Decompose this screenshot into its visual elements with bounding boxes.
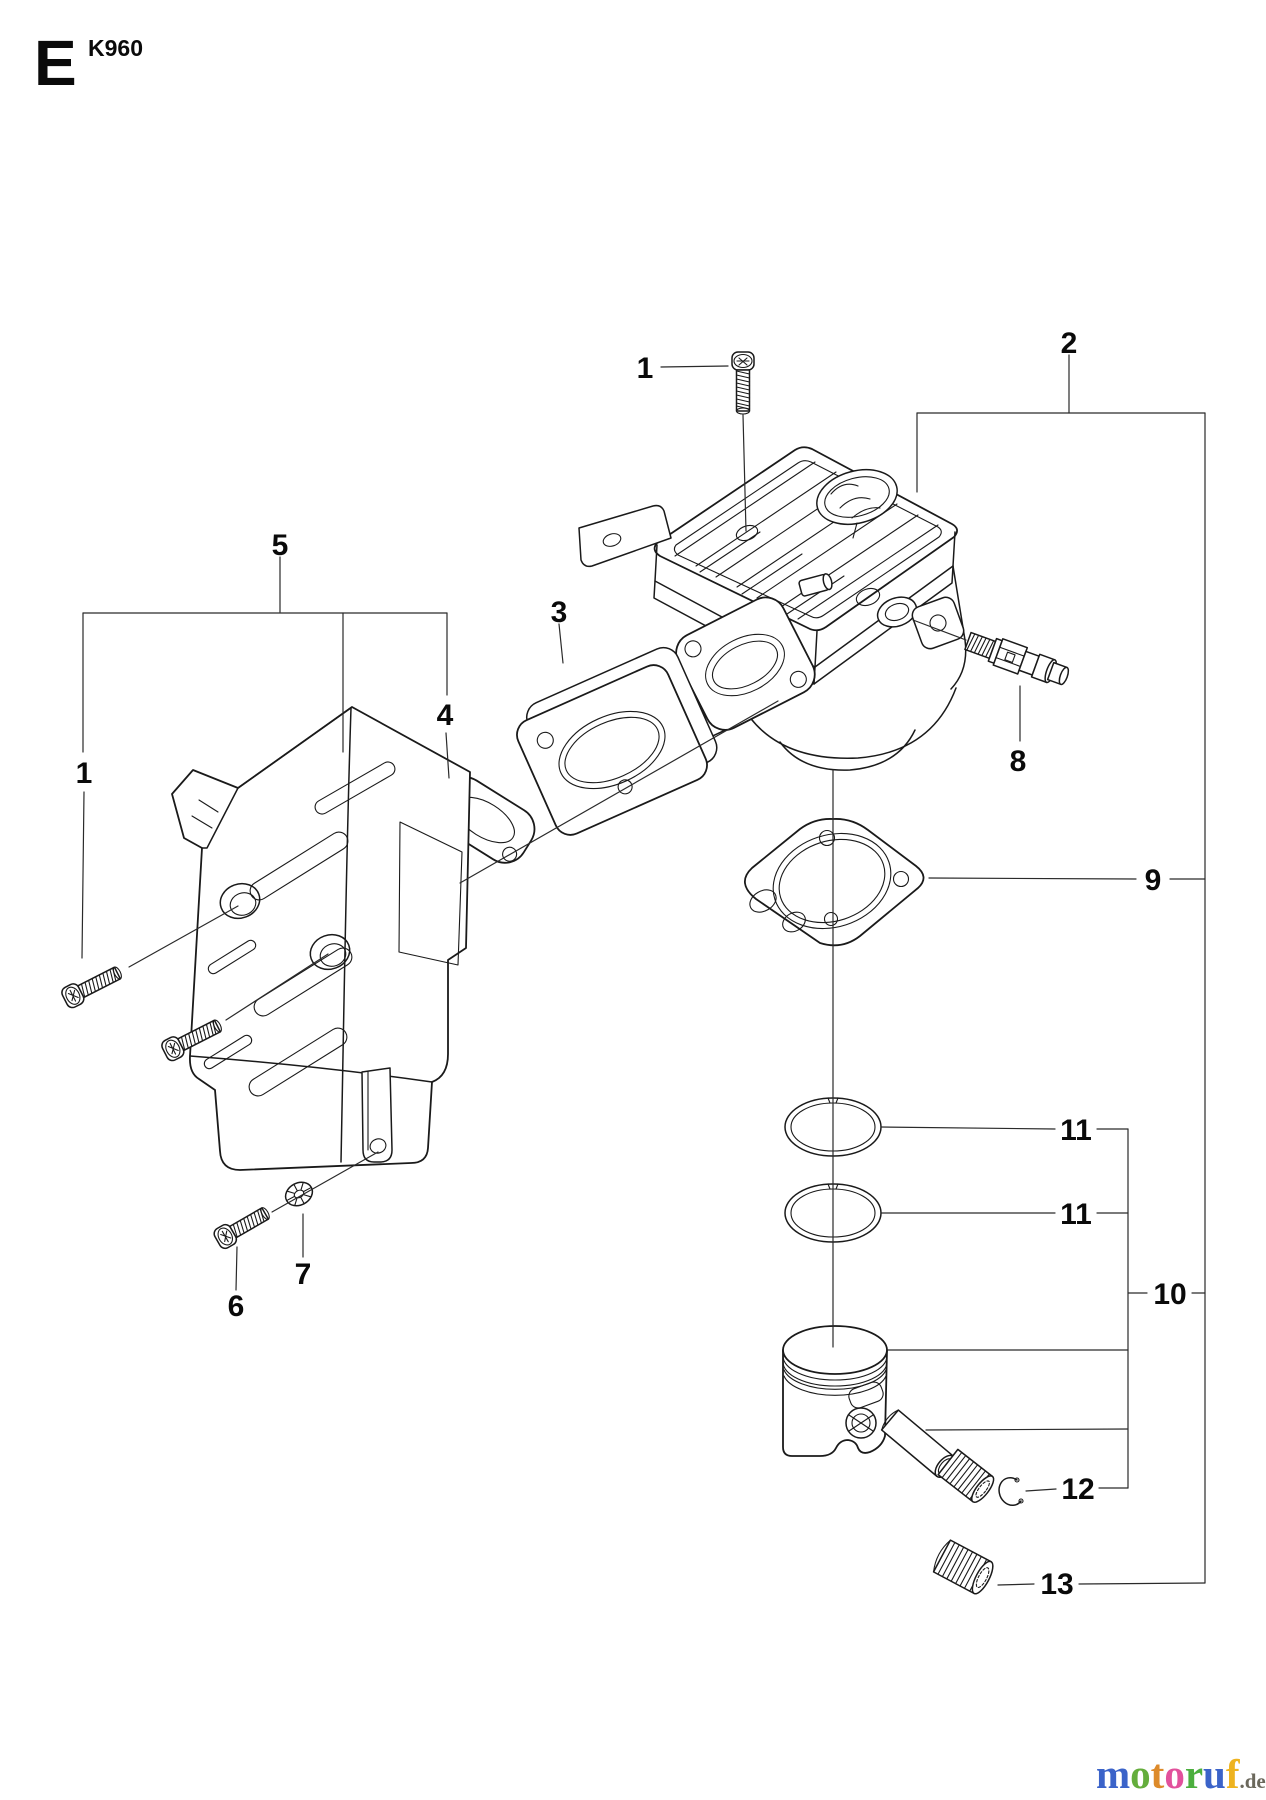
section-letter: E	[34, 27, 77, 99]
logo-letter: u	[1203, 1751, 1226, 1797]
logo-tld: .de	[1239, 1769, 1266, 1793]
callout-13-needle-bearing: 13	[1040, 1568, 1073, 1601]
cylinder-screw	[731, 351, 755, 415]
callout-10-piston: 10	[1153, 1278, 1186, 1311]
callout-1-cylinder-screw: 1	[637, 352, 654, 385]
callout-leader-lines	[81, 354, 1206, 1586]
callout-3-muffler-plate: 3	[551, 596, 568, 629]
decompression-port	[876, 596, 918, 628]
muffler-plate-drawing	[516, 646, 718, 836]
cylinder-assembly-drawing	[578, 446, 967, 771]
piston-pin-circlip	[998, 1477, 1024, 1507]
logo-letter: t	[1150, 1751, 1165, 1797]
cylinder-base-gasket	[744, 818, 925, 947]
callout-8-decomp-valve: 8	[1010, 745, 1027, 778]
muffler-drawing	[171, 706, 471, 1171]
logo-letter: o	[1130, 1751, 1151, 1797]
spark-plug-boss	[816, 468, 898, 539]
callout-11-ring-upper: 11	[1060, 1114, 1092, 1147]
callout-11-ring-lower: 11	[1060, 1198, 1092, 1231]
logo-letter: r	[1184, 1751, 1204, 1797]
motoruf-logo[interactable]: motoruf.de	[1096, 1750, 1266, 1798]
lock-washer	[284, 1181, 314, 1207]
muffler-screw-upper	[61, 966, 122, 1009]
needle-bearing	[932, 1539, 994, 1595]
decompression-valve	[964, 631, 1070, 686]
callout-12-circlip: 12	[1061, 1473, 1094, 1506]
logo-letter: o	[1164, 1751, 1185, 1797]
muffler-bolt-holes	[219, 882, 351, 971]
callout-7-lock-washer: 7	[295, 1258, 312, 1291]
muffler-bracket	[361, 1067, 393, 1163]
callout-2-cylinder: 2	[1061, 327, 1078, 360]
bracket-screw	[213, 1207, 270, 1250]
head-mounting-tab	[578, 504, 672, 568]
impulse-nipple	[798, 573, 833, 597]
logo-letter: m	[1096, 1751, 1131, 1797]
pin-needle-bearing	[937, 1448, 995, 1503]
logo-letter: f	[1225, 1751, 1240, 1797]
callout-6-bracket-screw: 6	[228, 1290, 245, 1323]
vent-slots	[203, 761, 396, 1097]
callout-4-muffler-gasket: 4	[437, 699, 454, 732]
callout-9-base-gasket: 9	[1145, 864, 1162, 897]
callout-1-muffler-screws: 1	[76, 757, 93, 790]
callout-5-muffler: 5	[272, 529, 289, 562]
piston-drawing	[782, 1325, 888, 1457]
muffler-screw-lower	[161, 1019, 222, 1062]
model-code: K960	[88, 35, 143, 61]
callout-labels: 1 2 3 5 4 1 8 9 11 11 10 6 7 12 13	[76, 327, 1187, 1601]
